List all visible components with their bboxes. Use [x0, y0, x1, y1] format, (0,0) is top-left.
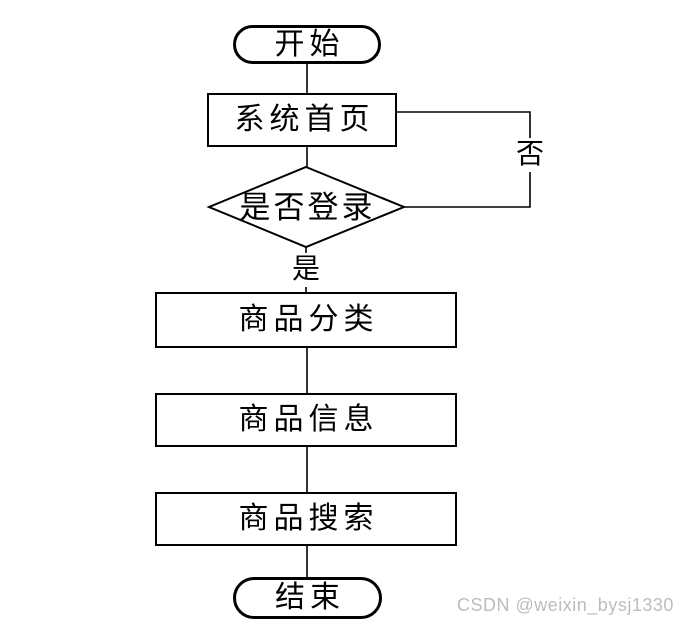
edge-label-no: 否: [515, 138, 545, 172]
node-decision-login-label: 是否登录: [239, 189, 376, 225]
node-product-info-label: 商品信息: [238, 403, 379, 436]
node-product-categories-label: 商品分类: [238, 303, 379, 336]
csdn-watermark: CSDN @weixin_bysj1330: [457, 595, 674, 615]
node-decision-login: 是否登录: [216, 186, 396, 228]
node-end: 结束: [233, 577, 382, 619]
node-start: 开始: [233, 25, 381, 64]
node-system-home-label: 系统首页: [234, 103, 375, 136]
edge-label-yes: 是: [291, 253, 321, 287]
edge-decision-home-no: [397, 111, 531, 208]
node-system-home: 系统首页: [207, 93, 397, 147]
node-product-search-label: 商品搜索: [238, 502, 379, 535]
node-product-info: 商品信息: [155, 393, 457, 447]
node-product-search: 商品搜索: [155, 492, 457, 546]
node-start-label: 开始: [274, 27, 345, 61]
node-end-label: 结束: [275, 581, 345, 614]
node-product-categories: 商品分类: [155, 292, 457, 348]
